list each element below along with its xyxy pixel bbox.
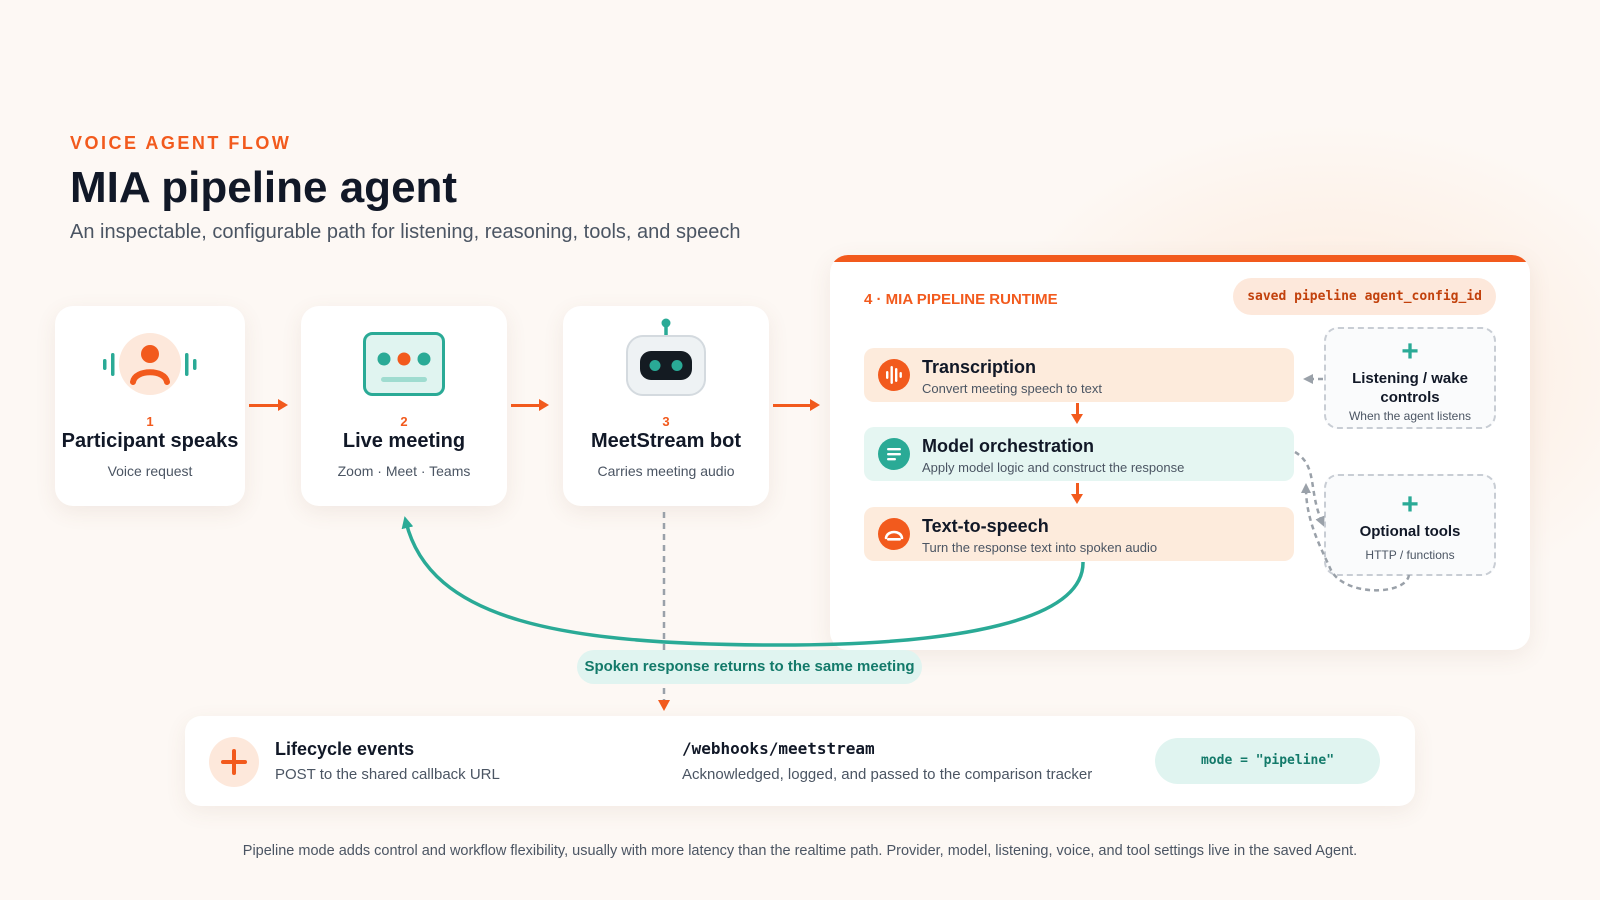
page-subtitle: An inspectable, configurable path for li… <box>70 221 741 243</box>
footnote: Pipeline mode adds control and workflow … <box>242 843 1358 859</box>
plus-icon: + <box>1401 488 1419 521</box>
flow-arrow <box>773 399 820 411</box>
plus-icon <box>209 737 259 787</box>
step-subtitle: Zoom · Meet · Teams <box>337 463 471 479</box>
step-subtitle: Voice request <box>107 463 193 479</box>
option-description: HTTP / functions <box>1365 548 1455 562</box>
step-number: 1 <box>146 414 154 429</box>
step-title: MeetStream bot <box>590 430 742 452</box>
step-card-meetstream-bot: 3 MeetStream bot Carries meeting audio <box>563 306 769 506</box>
lifecycle-events-panel: Lifecycle events POST to the shared call… <box>185 716 1415 806</box>
step-number: 2 <box>400 414 408 429</box>
flow-arrow <box>249 399 288 411</box>
runtime-title: 4 · MIA PIPELINE RUNTIME <box>864 291 1058 308</box>
step-title: Participant speaks <box>61 430 239 452</box>
stage-name: Text-to-speech <box>922 516 1049 536</box>
plus-icon: + <box>1401 335 1419 368</box>
lifecycle-arrowhead <box>658 700 670 711</box>
person-speaking-icon <box>103 333 197 395</box>
waveform-icon <box>878 359 910 391</box>
page-title: MIA pipeline agent <box>70 163 458 212</box>
robot-icon <box>626 318 706 396</box>
stage-description: Apply model logic and construct the resp… <box>922 460 1185 475</box>
pipeline-runtime-panel: 4 · MIA PIPELINE RUNTIME saved pipeline … <box>830 255 1530 650</box>
events-title: Lifecycle events <box>275 739 415 759</box>
step-card-participant: 1 Participant speaks Voice request <box>55 306 245 506</box>
stage-arrow <box>1071 483 1083 504</box>
option-name: Listening / wake controls <box>1352 370 1468 406</box>
step-number: 3 <box>662 414 670 429</box>
stage-arrow <box>1071 403 1083 424</box>
stage-description: Convert meeting speech to text <box>922 381 1102 396</box>
option-name: Optional tools <box>1359 523 1461 540</box>
stage-transcription: Transcription Convert meeting speech to … <box>864 348 1294 402</box>
stage-description: Turn the response text into spoken audio <box>922 540 1158 555</box>
option-tools: + Optional tools HTTP / functions <box>1324 474 1496 576</box>
config-id-pill: saved pipeline agent_config_id <box>1233 278 1496 315</box>
step-subtitle: Carries meeting audio <box>597 463 735 479</box>
webhook-description: Acknowledged, logged, and passed to the … <box>682 766 1093 783</box>
meeting-screen-icon <box>363 332 445 396</box>
option-description: When the agent listens <box>1348 409 1472 423</box>
flow-arrow <box>511 399 549 411</box>
option-listening-controls: + Listening / wake controls When the age… <box>1324 327 1496 429</box>
stage-model-orchestration: Model orchestration Apply model logic an… <box>864 427 1294 481</box>
step-card-live-meeting: 2 Live meeting Zoom · Meet · Teams <box>301 306 507 506</box>
webhook-endpoint: /webhooks/meetstream <box>682 739 875 758</box>
eyebrow: VOICE AGENT FLOW <box>70 133 292 153</box>
stage-text-to-speech: Text-to-speech Turn the response text in… <box>864 507 1294 561</box>
return-path-label: Spoken response returns to the same meet… <box>577 650 922 684</box>
stage-name: Model orchestration <box>922 436 1095 456</box>
events-subtitle: POST to the shared callback URL <box>275 766 500 783</box>
mode-badge: mode = "pipeline" <box>1155 738 1380 784</box>
step-title: Live meeting <box>342 430 466 452</box>
lines-icon <box>878 438 910 470</box>
speaker-icon <box>878 518 910 550</box>
stage-name: Transcription <box>922 357 1037 377</box>
runtime-accent-bar <box>830 255 1530 262</box>
